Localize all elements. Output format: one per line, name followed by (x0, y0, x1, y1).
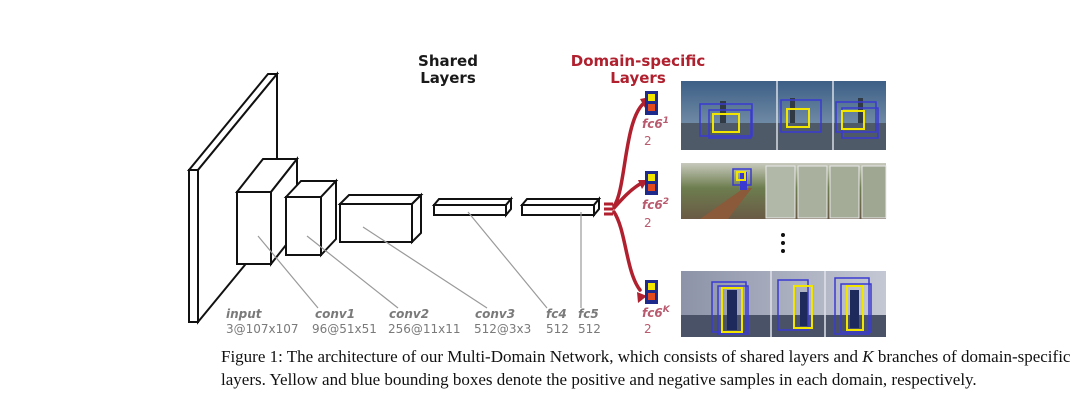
domain-specific-header-line2: Layers (610, 69, 666, 87)
domain-specific-header-line1: Domain-specific (570, 52, 706, 70)
caption-suffix: branches of domain-specific layers. Yell… (221, 347, 1071, 389)
branch-1-name: fc6 (642, 117, 663, 131)
domain-1-image-strip (681, 81, 886, 150)
domain-2-image-strip (681, 163, 887, 219)
architecture-diagram (186, 71, 887, 337)
caption-k-symbol: K (862, 347, 874, 366)
layer-dims-fc4: 512 (546, 322, 569, 336)
layer-name-conv1: conv1 (315, 307, 356, 321)
fc6-unit-icon-k (645, 280, 658, 304)
branch-label-fc6-2: fc62 (642, 197, 669, 212)
branch-k-sup: K (662, 305, 670, 315)
branch-arrows (612, 101, 646, 292)
layer-name-conv3: conv3 (475, 307, 516, 321)
layer-dims-input: 3@107x107 (226, 322, 299, 336)
branch-dims-1: 2 (644, 134, 652, 148)
layer-name-conv2: conv2 (389, 307, 430, 321)
fc4-layer-block (431, 196, 514, 218)
branch-dims-2: 2 (644, 216, 652, 230)
branch-1-sup: 1 (662, 116, 669, 126)
branch-2-sup: 2 (662, 197, 669, 207)
branch-connector (604, 202, 613, 216)
caption-prefix: Figure 1: The architecture of our Multi-… (221, 347, 863, 366)
layer-dims-conv3: 512@3x3 (474, 322, 532, 336)
domain-k-image-strip (681, 271, 886, 337)
shared-layers-header: Shared Layers (410, 53, 486, 87)
fc6-unit-icon-1 (645, 91, 658, 115)
layer-name-input: input (226, 307, 262, 321)
shared-layers-header-line1: Shared (418, 52, 478, 70)
branch-dims-k: 2 (644, 322, 652, 336)
layer-name-fc5: fc5 (578, 307, 599, 321)
figure-caption: Figure 1: The architecture of our Multi-… (221, 345, 1071, 391)
layer-dims-conv1: 96@51x51 (312, 322, 377, 336)
layer-name-fc4: fc4 (546, 307, 567, 321)
layer-pointer-lines (257, 211, 582, 309)
conv2-layer-block (283, 178, 339, 258)
branch-2-name: fc6 (642, 198, 663, 212)
layer-dims-fc5: 512 (578, 322, 601, 336)
branch-label-fc6-1: fc61 (642, 116, 669, 131)
branch-label-fc6-k: fc6K (642, 305, 670, 320)
domain-specific-layers-header: Domain-specific Layers (563, 53, 713, 87)
vertical-ellipsis-icon (777, 233, 789, 257)
layer-dims-conv2: 256@11x11 (388, 322, 461, 336)
fc5-layer-block (519, 196, 602, 218)
branch-k-name: fc6 (642, 306, 663, 320)
shared-layers-header-line2: Layers (420, 69, 476, 87)
conv3-layer-block (337, 192, 424, 245)
fc6-unit-icon-2 (645, 171, 658, 195)
